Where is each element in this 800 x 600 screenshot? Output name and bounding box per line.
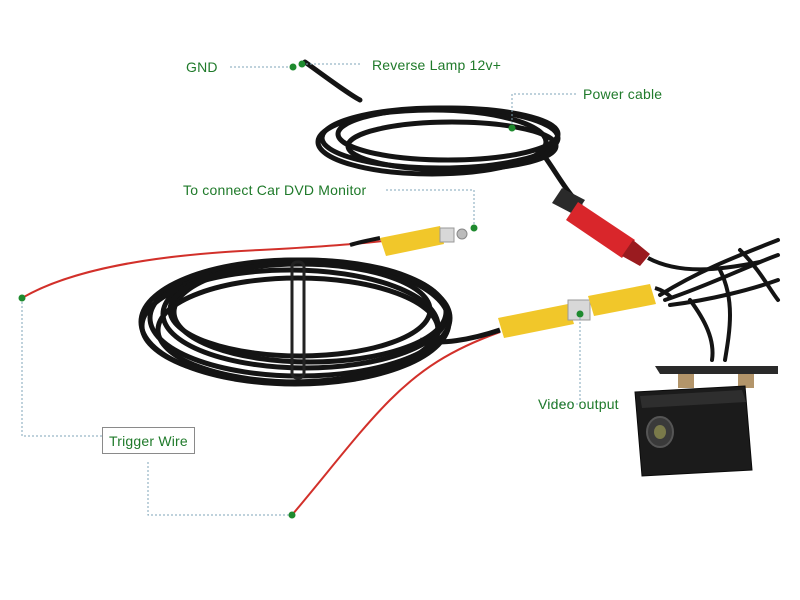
trigger-wire-lower [291,331,501,516]
camera [634,366,778,477]
rca-connector-pair [498,284,674,338]
dvd-monitor-label: To connect Car DVD Monitor [183,182,367,198]
video-output-label: Video output [538,396,619,412]
camera-cables [658,238,780,362]
rca-plug-monitor [349,226,468,256]
leader-lines [21,63,581,516]
callout-dots [18,60,584,519]
trigger-wire-label: Trigger Wire [102,427,195,454]
video-cable-coil [138,257,501,387]
gnd-label: GND [186,59,218,75]
power-cable-label: Power cable [583,86,663,102]
power-cable-coil [302,59,583,208]
power-connector [552,188,761,272]
reverse-lamp-label: Reverse Lamp 12v+ [372,57,502,73]
cable-tie [290,260,306,380]
